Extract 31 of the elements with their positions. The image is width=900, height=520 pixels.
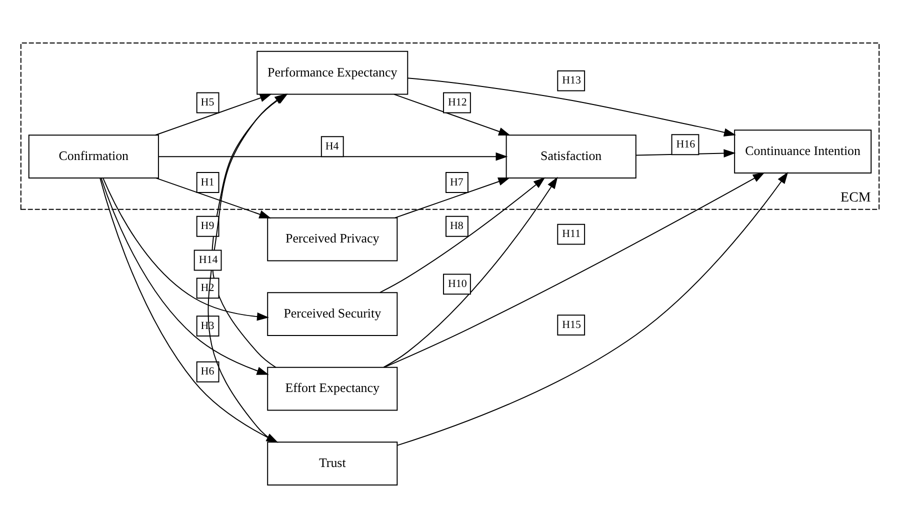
edge-label: H15 [562,318,582,331]
arrow [158,152,508,161]
edge-label: H9 [200,220,214,232]
edge-label: H7 [450,176,464,188]
node-box: Satisfaction [506,134,636,179]
edge-label: H12 [448,96,467,109]
edge-label: H13 [562,74,582,87]
arrow [100,178,269,375]
node-box: Trust [267,442,398,486]
edge-label: H4 [325,140,339,152]
edge-label: H6 [200,366,214,378]
edge-label: H16 [676,138,696,150]
node-box: Confirmation [28,134,159,179]
arrow [383,176,558,368]
arrow [394,178,510,218]
arrow [380,177,546,293]
edge-label: H5 [200,96,214,109]
edge-label: H14 [198,254,218,266]
edge-label: H10 [448,278,467,290]
node-box: Effort Expectancy [267,366,398,411]
edge-label: H8 [450,220,464,232]
arrow [102,178,269,321]
arrow [407,78,736,136]
edge-label: H1 [200,176,214,188]
arrow [156,178,272,218]
node-box: Performance Expectancy [256,50,408,95]
edge-label: H11 [562,228,581,240]
node-box: Perceived Privacy [267,217,398,262]
node-box: Continuance Intention [734,130,872,174]
node-box: Perceived Security [267,292,398,336]
arrow [636,149,736,158]
